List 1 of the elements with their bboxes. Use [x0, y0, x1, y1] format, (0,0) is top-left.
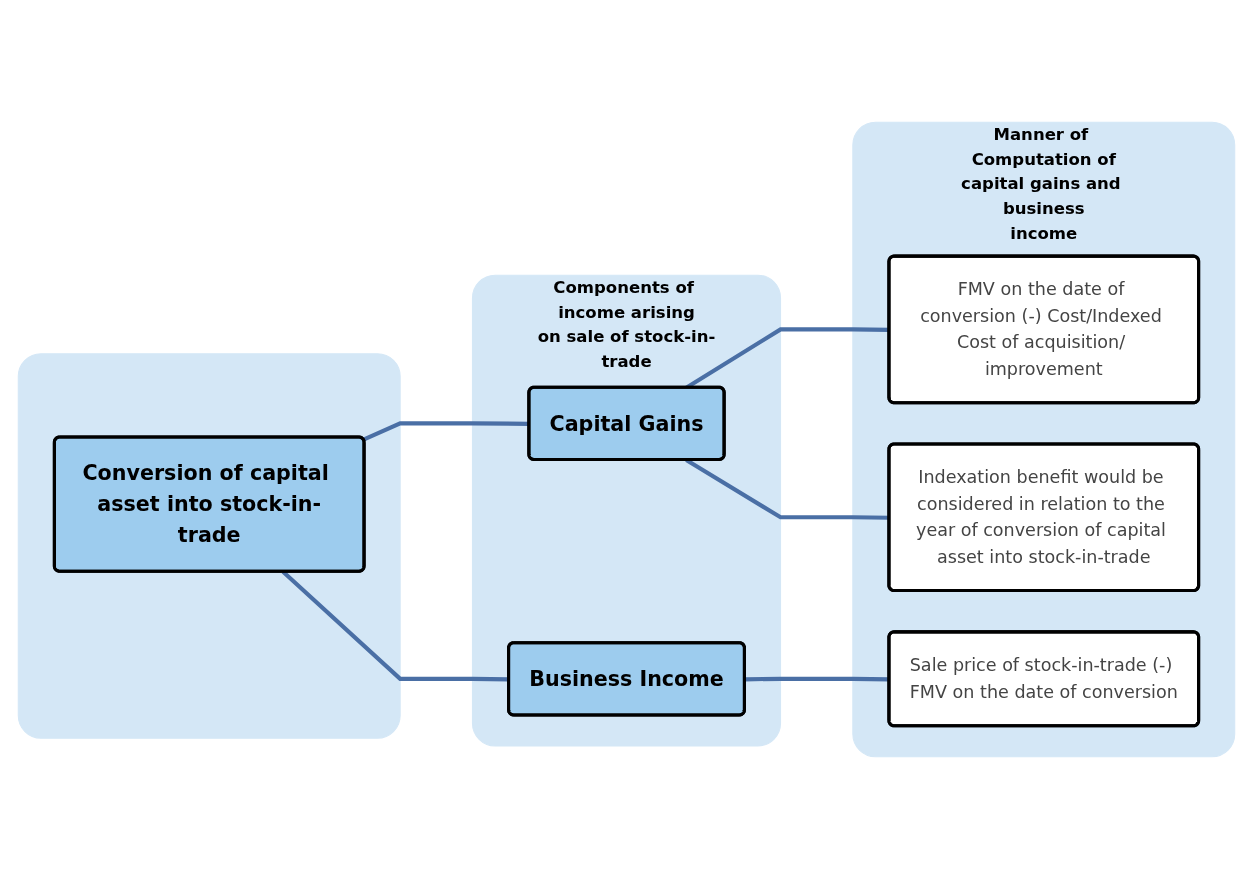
cluster	[17, 353, 401, 739]
